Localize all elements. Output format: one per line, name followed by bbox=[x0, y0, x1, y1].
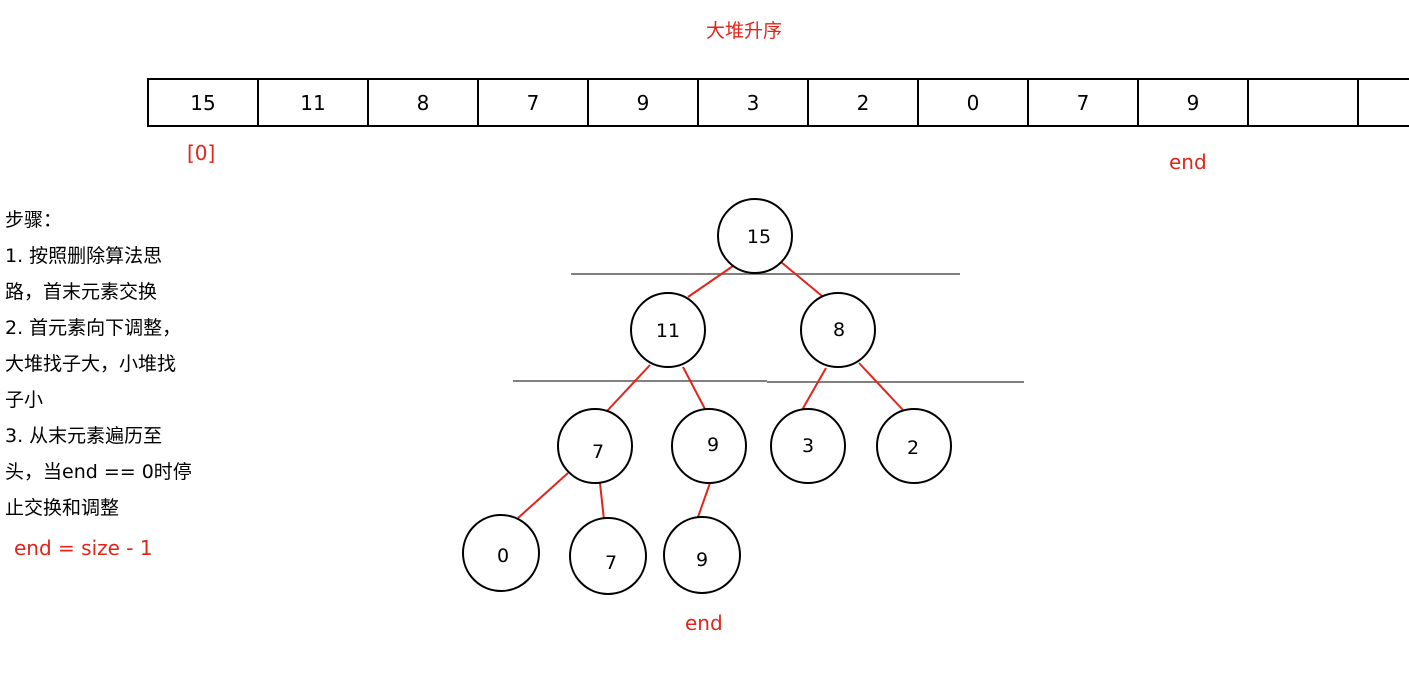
array-cell: 3 bbox=[699, 80, 809, 125]
tree-node-label: 3 bbox=[802, 435, 814, 457]
step-line: 1. 按照删除算法思 bbox=[5, 245, 163, 267]
array-cell: 2 bbox=[809, 80, 919, 125]
tree-edge bbox=[801, 367, 827, 411]
tree-node-label: 11 bbox=[656, 320, 680, 342]
tree-node-label: 15 bbox=[747, 226, 771, 248]
array-cell: 0 bbox=[919, 80, 1029, 125]
tree-edge bbox=[517, 472, 569, 519]
tree-node-label: 9 bbox=[696, 549, 708, 571]
steps-text: 步骤： 1. 按照删除算法思 路，首末元素交换 2. 首元素向下调整， 大堆找子… bbox=[5, 202, 220, 526]
array-index-label: [0] bbox=[187, 141, 216, 165]
tree-edge bbox=[858, 362, 904, 411]
tree-node-label: 9 bbox=[707, 434, 719, 456]
tree-node: 15 bbox=[717, 198, 793, 274]
tree-node-label: 8 bbox=[833, 319, 845, 341]
step-line: 步骤： bbox=[5, 209, 63, 231]
array-cell bbox=[1249, 80, 1359, 125]
diagram-title: 大堆升序 bbox=[706, 20, 783, 42]
tree-node: 7 bbox=[569, 517, 647, 595]
tree-node: 9 bbox=[663, 516, 741, 594]
step-line: 子小 bbox=[5, 389, 44, 411]
tree-edge bbox=[682, 366, 706, 410]
tree-edge bbox=[687, 265, 734, 298]
array-end-label: end bbox=[1169, 150, 1207, 174]
step-line: 3. 从末元素遍历至 bbox=[5, 425, 163, 447]
step-line: 2. 首元素向下调整， bbox=[5, 317, 182, 339]
tree-node: 3 bbox=[770, 408, 846, 484]
tree-node: 8 bbox=[800, 292, 876, 368]
tree-node-label: 2 bbox=[907, 437, 919, 459]
array-cell: 8 bbox=[369, 80, 479, 125]
step-line: 止交换和调整 bbox=[5, 497, 120, 519]
tree-node: 11 bbox=[630, 292, 706, 368]
tree-node: 2 bbox=[876, 408, 952, 484]
array-cell: 15 bbox=[149, 80, 259, 125]
tree-node: 0 bbox=[462, 514, 540, 592]
tree-node: 7 bbox=[557, 408, 633, 484]
end-formula: end = size - 1 bbox=[14, 536, 153, 560]
tree-node: 9 bbox=[671, 408, 747, 484]
array-cell: 9 bbox=[589, 80, 699, 125]
tree-edge bbox=[606, 364, 651, 412]
tree-edge bbox=[780, 261, 823, 297]
array-cell: 9 bbox=[1139, 80, 1249, 125]
tree-node-label: 0 bbox=[497, 545, 509, 567]
array-cell: 7 bbox=[479, 80, 589, 125]
array-cell: 11 bbox=[259, 80, 369, 125]
step-line: 路，首末元素交换 bbox=[5, 281, 158, 303]
tree-node-label: 7 bbox=[592, 441, 604, 463]
array-cell: 7 bbox=[1029, 80, 1139, 125]
tree-edge bbox=[697, 482, 711, 518]
array-strip: 15 11 8 7 9 3 2 0 7 9 bbox=[147, 78, 1409, 127]
step-line: 大堆找子大，小堆找 bbox=[5, 353, 177, 375]
step-line: 头，当end == 0时停 bbox=[5, 461, 192, 483]
tree-node-label: 7 bbox=[605, 552, 617, 574]
tree-edge bbox=[599, 482, 605, 521]
tree-end-label: end bbox=[685, 611, 723, 635]
